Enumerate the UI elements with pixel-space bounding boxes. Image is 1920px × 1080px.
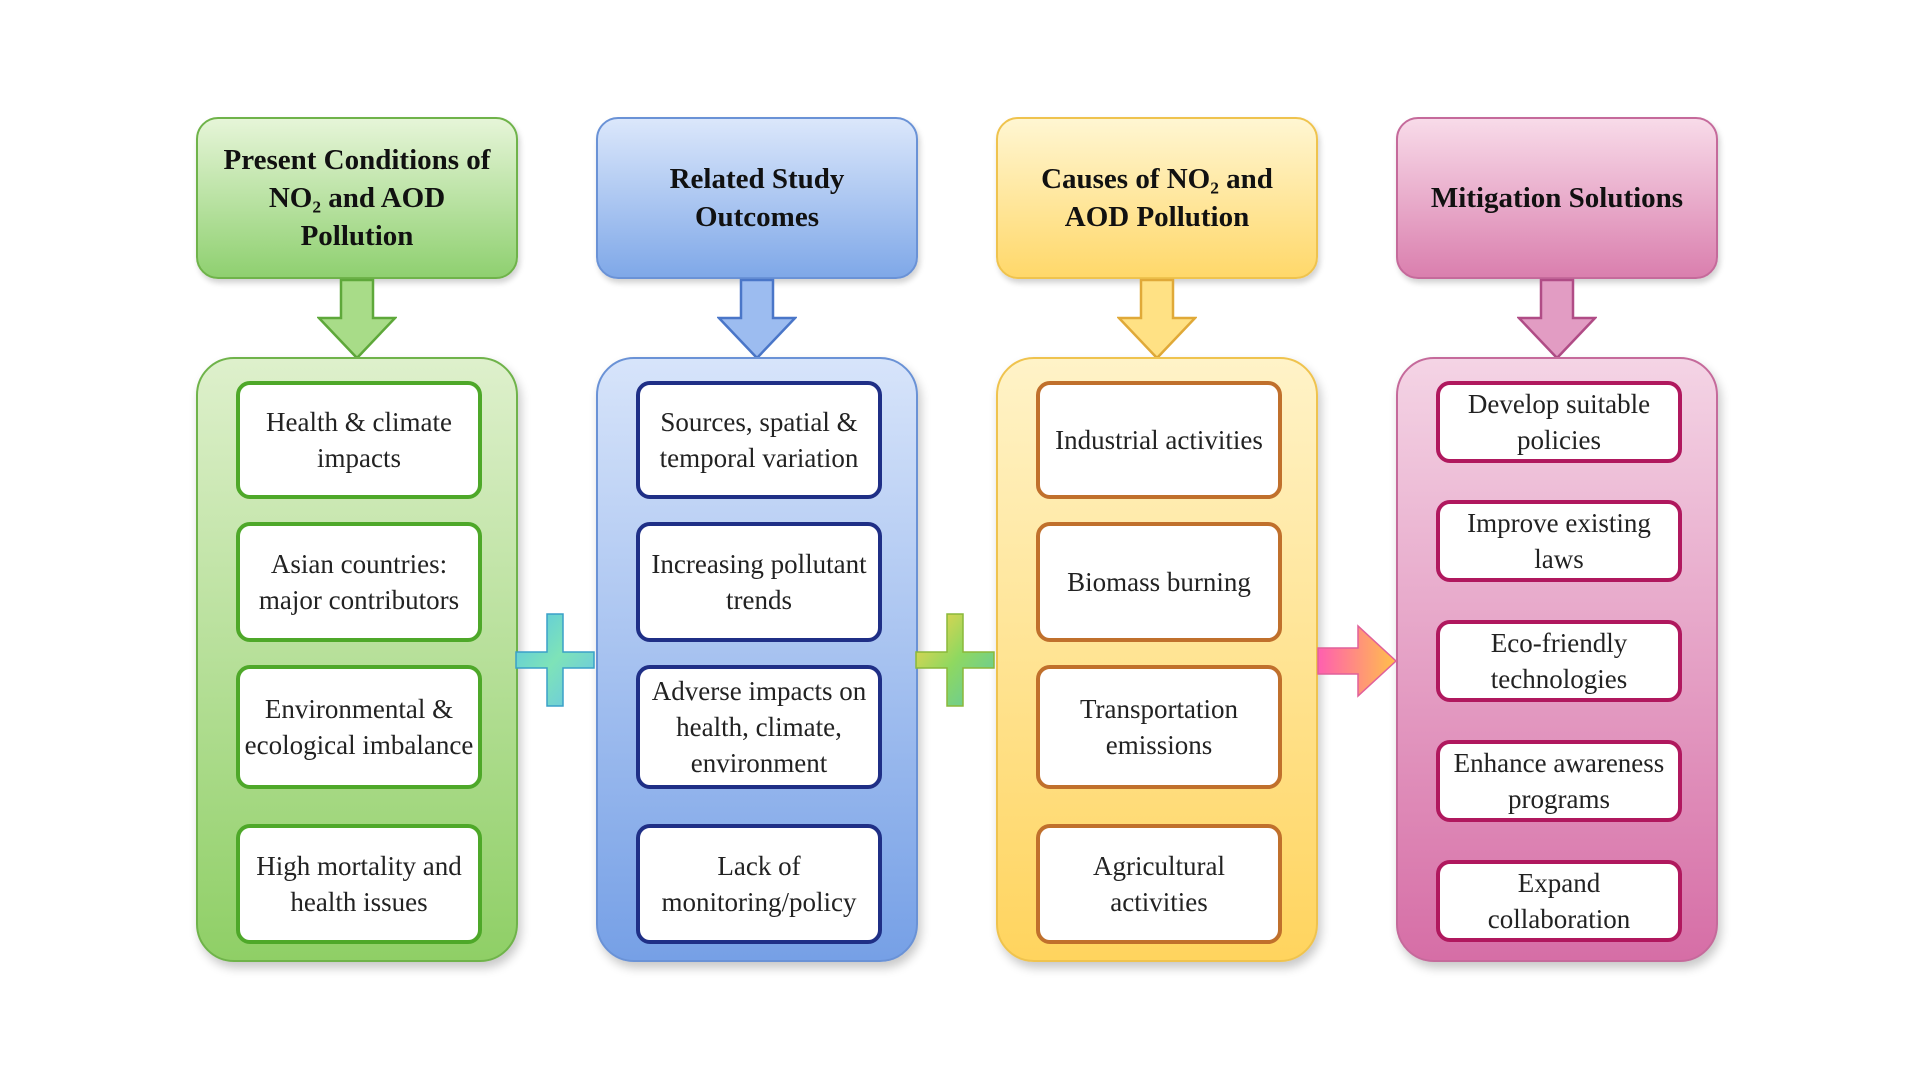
- down-arrow-icon: [317, 278, 397, 360]
- item-box: Biomass burning: [1036, 522, 1282, 642]
- item-box: Transportation emissions: [1036, 665, 1282, 789]
- header-line: Causes of NO₂ and: [1041, 163, 1273, 195]
- header-line: Related Study: [669, 163, 845, 195]
- item-box: Expand collaboration: [1436, 860, 1682, 942]
- item-box: Agricultural activities: [1036, 824, 1282, 944]
- column-body-panel: Health & climate impacts Asian countries…: [196, 357, 518, 962]
- item-box: High mortality and health issues: [236, 824, 482, 944]
- header-line: Mitigation Solutions: [1430, 182, 1684, 214]
- header-line: Present Conditions of: [223, 144, 491, 176]
- item-box: Asian countries: major contributors: [236, 522, 482, 642]
- down-arrow-icon: [717, 278, 797, 360]
- column-body-panel: Industrial activities Biomass burning Tr…: [996, 357, 1318, 962]
- down-arrow-icon: [1117, 278, 1197, 360]
- right-arrow-connector-icon: [1317, 624, 1398, 698]
- item-box: Improve existing laws: [1436, 500, 1682, 582]
- header-line: NO₂ and AOD: [268, 182, 446, 214]
- column-header: Related Study Outcomes: [596, 117, 918, 279]
- item-box: Eco-friendly technologies: [1436, 620, 1682, 702]
- item-box: Adverse impacts on health, climate, envi…: [636, 665, 882, 789]
- column-body-panel: Develop suitable policies Improve existi…: [1396, 357, 1718, 962]
- column-body-panel: Sources, spatial & temporal variation In…: [596, 357, 918, 962]
- item-box: Increasing pollutant trends: [636, 522, 882, 642]
- header-line: AOD Pollution: [1064, 201, 1250, 233]
- column-header: Present Conditions of NO₂ and AOD Pollut…: [196, 117, 518, 279]
- item-box: Sources, spatial & temporal variation: [636, 381, 882, 499]
- plus-connector-icon: [915, 613, 995, 707]
- header-line: Pollution: [300, 220, 414, 252]
- column-header: Causes of NO₂ and AOD Pollution: [996, 117, 1318, 279]
- item-box: Develop suitable policies: [1436, 381, 1682, 463]
- down-arrow-icon: [1517, 278, 1597, 360]
- item-box: Health & climate impacts: [236, 381, 482, 499]
- item-box: Environmental & ecological imbalance: [236, 665, 482, 789]
- plus-connector-icon: [515, 613, 595, 707]
- column-header: Mitigation Solutions: [1396, 117, 1718, 279]
- header-line: Outcomes: [694, 201, 819, 233]
- item-box: Lack of monitoring/policy: [636, 824, 882, 944]
- item-box: Industrial activities: [1036, 381, 1282, 499]
- item-box: Enhance awareness programs: [1436, 740, 1682, 822]
